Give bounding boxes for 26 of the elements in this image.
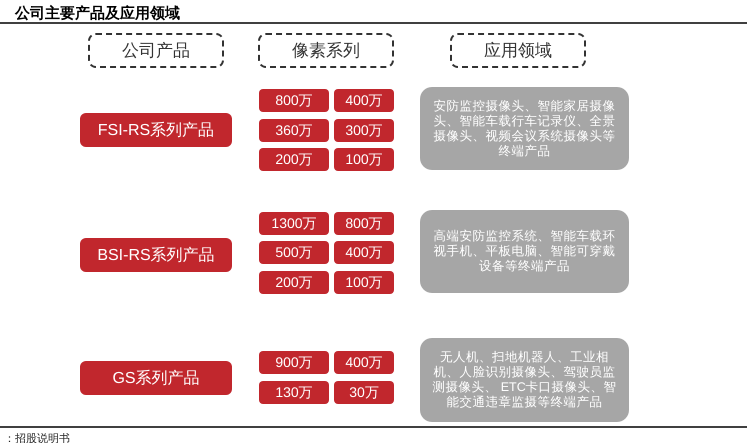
pixel-tag: 130万 <box>259 381 329 404</box>
pixel-tag: 1300万 <box>259 212 329 235</box>
pixel-tag: 500万 <box>259 241 329 264</box>
application-box: 无人机、扫地机器人、工业相机、人脸识别摄像头、驾驶员监测摄像头、 ETC卡口摄像头、智能交通违章监摄等终端产品 <box>420 338 629 422</box>
pixel-tag: 300万 <box>334 119 394 142</box>
application-box: 安防监控摄像头、智能家居摄像头、智能车载行车记录仪、全景摄像头、视频会议系统摄像头等终端产品 <box>420 87 629 170</box>
pixel-tag: 200万 <box>259 148 329 171</box>
header-box: 应用领域 <box>450 33 586 68</box>
pixel-tag: 30万 <box>334 381 394 404</box>
pixel-tag: 900万 <box>259 351 329 374</box>
application-box: 高端安防监控系统、智能车载环视手机、平板电脑、智能可穿戴设备等终端产品 <box>420 210 629 293</box>
product-box: BSI-RS系列产品 <box>80 238 232 272</box>
product-box: FSI-RS系列产品 <box>80 113 232 147</box>
pixel-tag: 800万 <box>259 89 329 112</box>
pixel-tag: 800万 <box>334 212 394 235</box>
pixel-tag: 400万 <box>334 241 394 264</box>
title: 公司主要产品及应用领域 <box>15 4 180 23</box>
pixel-tag: 100万 <box>334 148 394 171</box>
header-box: 像素系列 <box>258 33 394 68</box>
pixel-tag: 400万 <box>334 351 394 374</box>
pixel-tag: 400万 <box>334 89 394 112</box>
pixel-tag: 200万 <box>259 271 329 294</box>
pixel-tag: 100万 <box>334 271 394 294</box>
pixel-tag: 360万 <box>259 119 329 142</box>
header-box: 公司产品 <box>88 33 224 68</box>
product-box: GS系列产品 <box>80 361 232 395</box>
